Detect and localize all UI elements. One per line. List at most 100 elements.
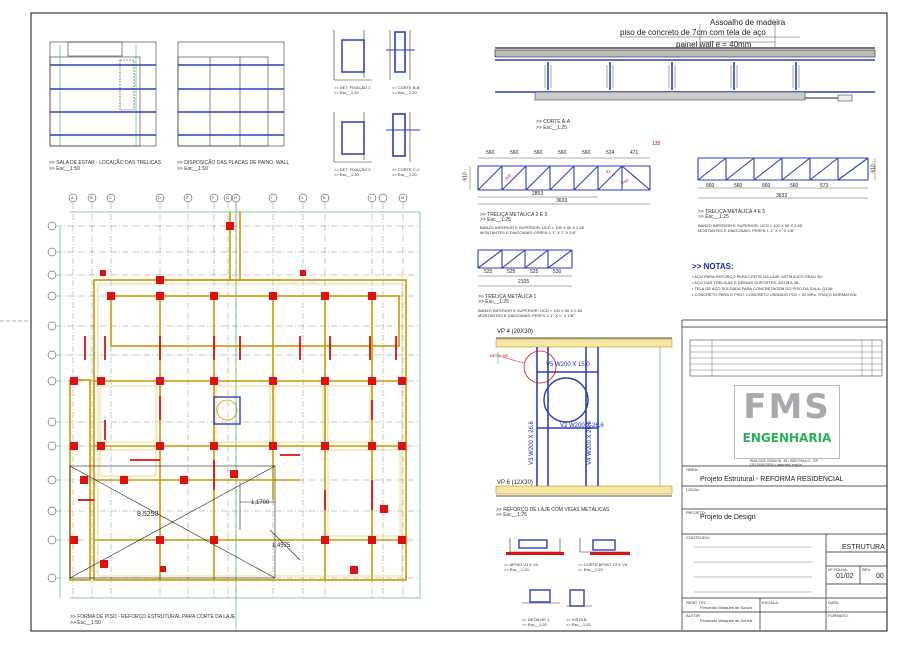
beam-reinforcement-plan (495, 337, 673, 497)
tb-engineer-b: Fernando Marques de Souza (700, 618, 752, 623)
caption-truss2-scale: >> Esc__1:25 (478, 299, 509, 305)
caption-apoio: >> APOIO V3 E V4 (504, 562, 539, 567)
caption-placas-scale: >> Esc__1:50 (177, 166, 208, 172)
truss3-side-dim: 610 (870, 164, 877, 173)
truss1-bottom-1: 2853 (532, 191, 544, 197)
fixing-detail-1 (333, 30, 415, 81)
label-painel-wall: painel wall e = 40mm (676, 40, 752, 49)
grid-col-l: L (370, 195, 373, 200)
company-logo: FMS ENGENHARIA (734, 385, 840, 459)
tb-label-local: LOCAL: (686, 487, 701, 492)
label-piso-concreto: piso de concreto de 7cm com tela de aço (620, 28, 766, 37)
caption-corte-aa-scale: >> Esc__1:25 (536, 125, 567, 131)
tb-design: Projeto de Design (700, 514, 756, 521)
beam-v4-label: V4 W200 X 26,6 (586, 421, 593, 465)
grid-col-f: F (212, 195, 215, 200)
main-floor-plan (47, 193, 421, 630)
caption-truss1-scale: >> Esc__1:25 (480, 217, 511, 223)
truss-3 (697, 157, 876, 199)
caption-apoio-scale: >> Esc__1:20 (504, 567, 529, 572)
caption-det1: >> DETALHE 1 (522, 617, 550, 622)
truss3-dim-1: 560 (706, 183, 715, 189)
truss2-dim-1: 525 (484, 269, 493, 275)
tb-label-formato: FORMATO: (828, 613, 849, 618)
truss3-dim-5: 573 (820, 183, 829, 189)
truss1-bottom-2: 3633 (556, 198, 568, 204)
tb-label-projeto: PROJETO: (686, 510, 706, 515)
note-2: • AÇO DAS TRELIÇAS E DEMAIS SUPORTES: AS… (692, 280, 800, 285)
tb-label-escala: ESCALA: (762, 600, 779, 605)
title-block-frame (681, 319, 887, 630)
tb-label-rev: REV: (862, 567, 872, 572)
tb-project-type: Projeto Estrutural - REFORMA RESIDENCIAL (700, 476, 844, 483)
truss3-dim-2: 560 (734, 183, 743, 189)
caption-vista-scale: >> Esc__1:20 (566, 622, 591, 627)
plan-value-2: 1,1700 (251, 500, 270, 506)
caption-corte-aa: >> CORTE A-A (536, 119, 571, 125)
grid-col-k: K (323, 195, 326, 200)
grid-col-g: G (226, 195, 230, 200)
grid-col-h: H (234, 195, 237, 200)
support-details (506, 538, 630, 607)
truss2-bottom: 2105 (518, 279, 530, 285)
truss3-spec-1: BANZO INFERIOR E SUPERIOR: UCD = 100 X 5… (698, 223, 802, 228)
caption-placas: >> DISPOSIÇÃO DAS PLACAS DE PAINO. WALL (177, 160, 290, 166)
caption-corte-bb-scale: >> Esc__1:20 (392, 90, 417, 95)
sheet-border (30, 12, 888, 632)
tb-discipline: ESTRUTURA (842, 544, 885, 551)
truss1-dim-extra: 135 (652, 141, 661, 147)
truss3-total: 3633 (776, 193, 788, 199)
caption-main-plan-scale: >> Esc__1:50 (70, 620, 101, 626)
tb-label-data: DATA: (828, 600, 840, 605)
truss3-spec-2: MONTANTES E DIAGONAIS: PERFIL L 1" X 1" … (698, 228, 795, 233)
label-assoalho: Assoalho de madeira (710, 18, 786, 27)
caption-corte-bb: >> CORTE B-B (392, 85, 420, 90)
truss1-diag-b: 53 (606, 169, 611, 174)
fixing-detail-2 (333, 112, 420, 163)
vp6-label: VP 6 (12X30) (497, 480, 533, 486)
truss2-dim-3: 525 (530, 269, 539, 275)
caption-main-plan: >> FORMA DE PISO - REFORÇO ESTRUTURAL PA… (70, 614, 236, 620)
sala-plan (49, 41, 157, 147)
detalhe-label: DETALHE (490, 353, 509, 358)
grid-col-j: J (301, 195, 303, 200)
caption-corte-apoio: >> CORTE APOIO V3 E V4 (578, 562, 628, 567)
caption-truss2: >> TRELIÇA METÁLICA 1 (478, 294, 537, 300)
tb-label-obra: OBRA: (686, 467, 699, 472)
caption-det1-scale: >> Esc__1:20 (522, 622, 547, 627)
tb-revision: 00 (876, 573, 884, 580)
truss1-dim-3: 560 (534, 150, 543, 156)
caption-corte-apoio-scale: >> Esc__1:20 (578, 567, 603, 572)
truss1-spec-2: MONTANTES E DIAGONAIS: PERFIL L 1" X 1" … (480, 230, 577, 235)
caption-beam-scale: >> Esc__1:25 (496, 512, 527, 518)
truss3-dim-4: 560 (790, 183, 799, 189)
truss1-side-dim: 610 (462, 172, 469, 181)
truss-2 (477, 249, 573, 287)
truss3-dim-3: 560 (762, 183, 771, 189)
truss1-dim-5: 560 (582, 150, 591, 156)
notes-title: >> NOTAS: (692, 262, 734, 271)
plan-value-3: 1,4575 (272, 543, 291, 549)
caption-fix1: >> DET. FIXAÇÃO 1 (334, 85, 371, 90)
logo-address-2: (11) 0000-0000 • www.fms.eng.br (750, 463, 802, 467)
caption-fix2-scale: >> Esc__1:20 (334, 172, 359, 177)
caption-fix1-scale: >> Esc__1:20 (334, 90, 359, 95)
grid-col-i: I (271, 195, 273, 200)
truss1-dim-1: 560 (486, 150, 495, 156)
beam-v5-label: V5 W200 X 15,0 (546, 362, 590, 368)
truss2-dim-2: 525 (507, 269, 516, 275)
grid-col-e: E (186, 195, 189, 200)
note-1: • AÇO PARA REFORÇO PARA CORTE DA LAJE: A… (692, 274, 823, 279)
caption-vista: >> VISTA B (566, 617, 587, 622)
truss-1 (469, 157, 651, 205)
caption-beam: >> REFORÇO DE LAJE COM VIGAS METÁLICAS (496, 507, 610, 513)
tb-sheet: 01/02 (836, 573, 854, 580)
tb-label-autor: AUTOR: (686, 613, 702, 618)
beam-v3-label: V3 W200 X 26,6 (528, 421, 535, 465)
grid-col-b: B (90, 195, 93, 200)
grid-col-d: D (158, 195, 161, 200)
tb-label-resp: RESP. TÉC.: (686, 600, 709, 605)
grid-col-a: A (71, 195, 74, 200)
truss1-dim-6: 524 (606, 150, 615, 156)
